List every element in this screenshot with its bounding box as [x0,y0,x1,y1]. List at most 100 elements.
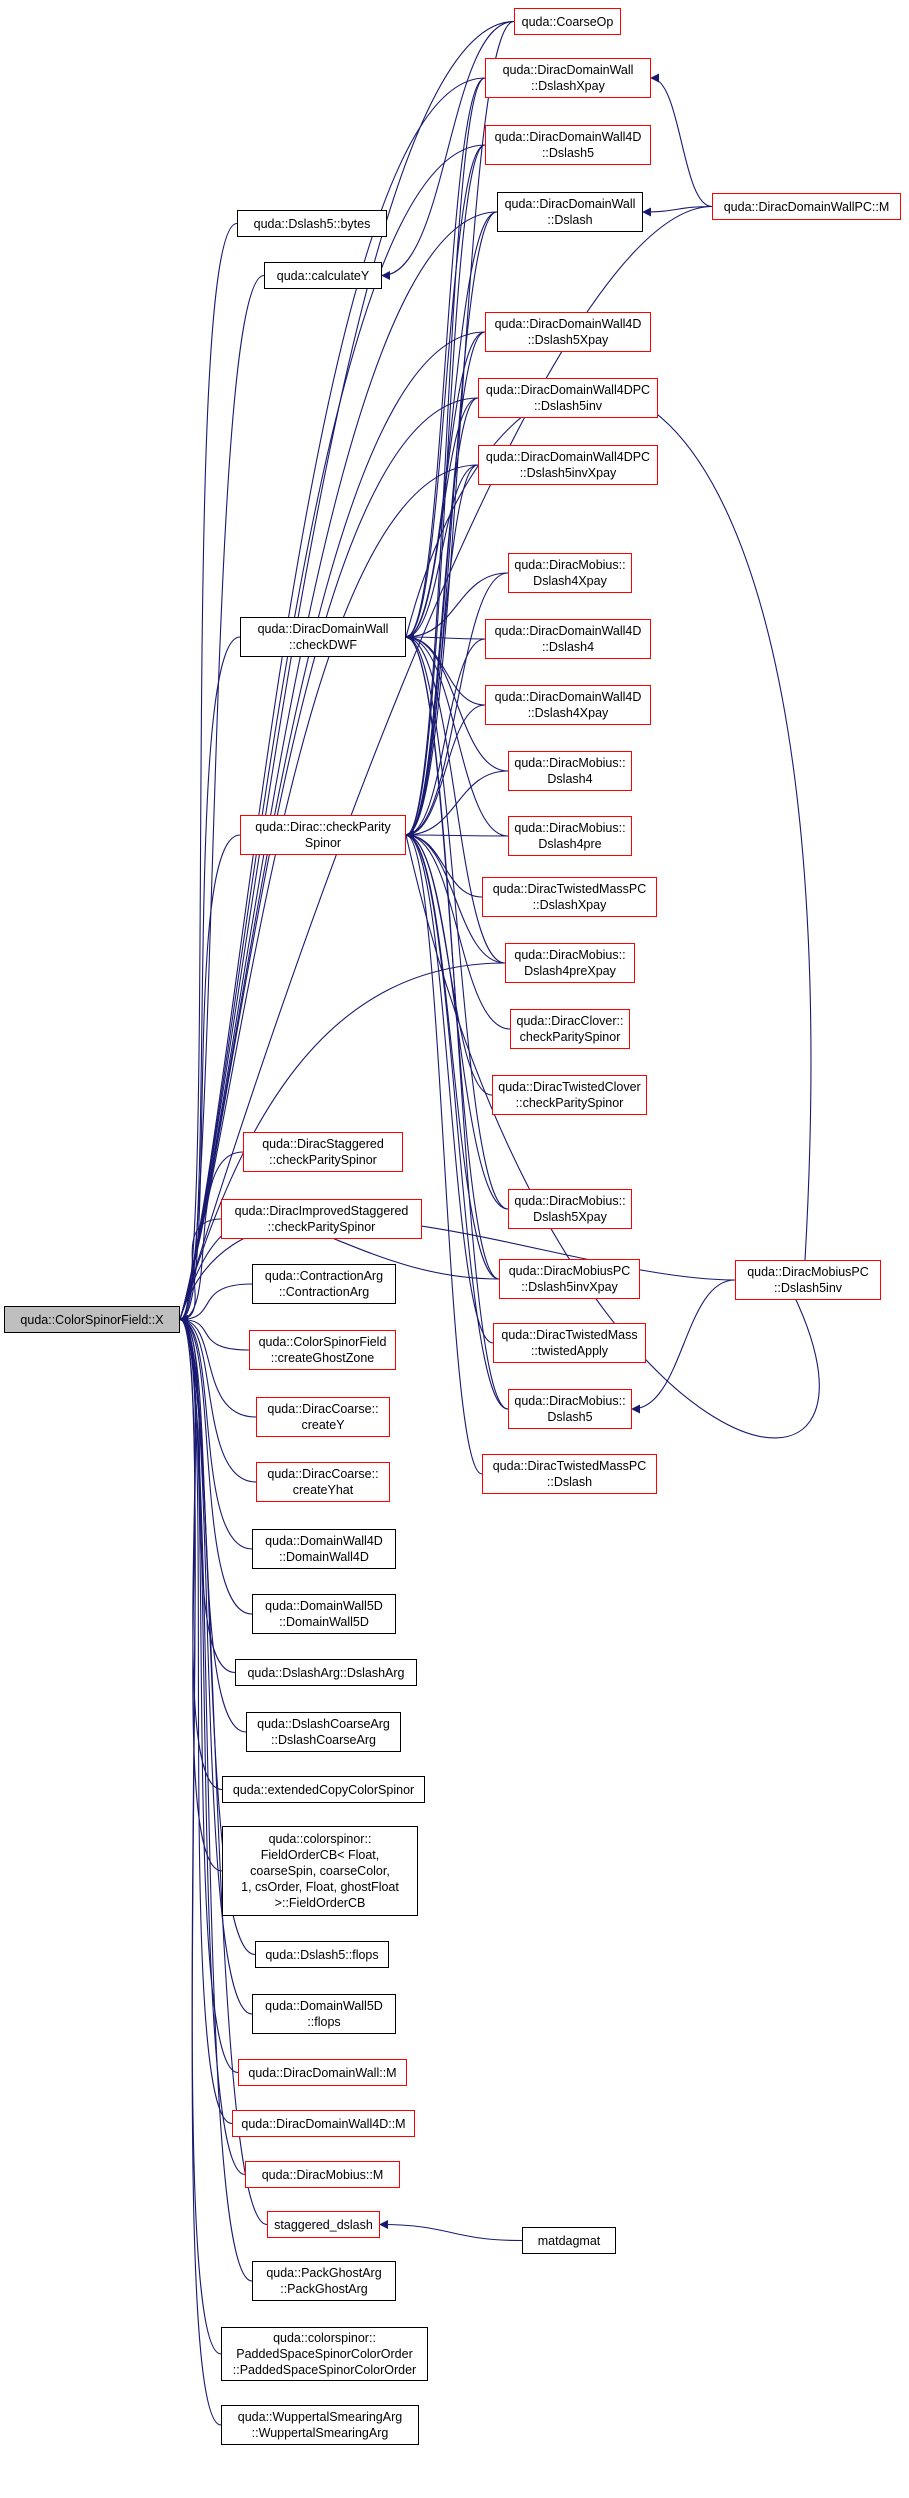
node-label-line: quda::DiracMobius:: [514,756,626,770]
graph-node-quda-dslash5-bytes[interactable]: quda::Dslash5::bytes [237,210,387,237]
edge-n20-to-root [179,1315,233,2125]
node-label-line: Dslash5 [547,1410,593,1424]
node-label-line: quda::ColorSpinorField::X [20,1312,164,1327]
graph-node-quda-diracdomainwall4d-dslash5[interactable]: quda::DiracDomainWall4D::Dslash5 [485,125,651,165]
graph-node-quda-domainwall5d-domainwall5d[interactable]: quda::DomainWall5D::DomainWall5D [252,1594,396,1634]
node-label-line: quda::colorspinor:: [268,1832,372,1846]
graph-node-quda-diracmobius-dslash4pre[interactable]: quda::DiracMobius::Dslash4pre [508,816,632,856]
graph-node-quda-colorspinorfield-createghostzone[interactable]: quda::ColorSpinorField::createGhostZone [249,1330,396,1370]
graph-node-staggered-dslash[interactable]: staggered_dslash [267,2211,380,2238]
edge-m15-to-n4 [405,830,511,1030]
graph-node-quda-diractwistedmasspc-dslash[interactable]: quda::DiracTwistedMassPC::Dslash [482,1454,657,1494]
graph-node-quda-diracdomainwall4dpc-dslash5inv[interactable]: quda::DiracDomainWall4DPC::Dslash5inv [478,378,658,418]
graph-node-quda-diracdomainwall4d-dslash4[interactable]: quda::DiracDomainWall4D::Dslash4 [485,619,651,659]
graph-node-quda-diracmobius-dslash4prexpay[interactable]: quda::DiracMobius::Dslash4preXpay [505,943,635,983]
edge-m14-to-n4 [405,830,506,964]
graph-node-quda-diracmobiuspc-dslash5invxpay[interactable]: quda::DiracMobiusPC::Dslash5invXpay [499,1259,640,1299]
graph-node-quda-coarseop[interactable]: quda::CoarseOp [514,8,621,35]
graph-node-quda-diracdomainwall-dslash[interactable]: quda::DiracDomainWall::Dslash [497,192,643,232]
node-label-line: ::ContractionArg [278,1285,370,1299]
graph-node-quda-dslasharg-dslasharg[interactable]: quda::DslashArg::DslashArg [235,1659,417,1686]
edge-loop-r2-top [405,388,812,1261]
edge-n18-to-root [179,1315,253,2015]
graph-node-quda-diracdomainwall4d-dslash4xpay[interactable]: quda::DiracDomainWall4D::Dslash4Xpay [485,685,651,725]
node-label-line: quda::DslashCoarseArg [257,1717,390,1731]
edge-m22-to-n22 [379,2220,523,2242]
node-label-line: quda::DslashArg::DslashArg [247,1665,405,1680]
node-label-line: createY [301,1418,345,1432]
node-label-line: quda::DiracDomainWall4DPC [485,450,651,464]
node-label-line: quda::DiracTwistedMassPC [492,882,647,896]
edge-long-m14-to-root [179,962,506,1320]
node-label-line: ::Dslash [546,1475,593,1489]
graph-node-quda-diracdomainwall4d-m[interactable]: quda::DiracDomainWall4D::M [232,2110,415,2137]
graph-node-quda-dslash5-flops[interactable]: quda::Dslash5::flops [255,1941,389,1968]
node-label-line: ::PackGhostArg [280,2282,368,2296]
edge-n21-to-root [179,1315,246,2176]
edge-n12-to-root [179,1315,253,1615]
graph-node-quda-packghostarg-packghostarg[interactable]: quda::PackGhostArg::PackGhostArg [252,2261,396,2301]
graph-node-quda-diracmobius-dslash4[interactable]: quda::DiracMobius::Dslash4 [508,751,632,791]
graph-node-quda-diracmobius-dslash5[interactable]: quda::DiracMobius::Dslash5 [508,1389,632,1429]
edge-long-r1-to-root [179,205,713,1320]
node-label-line: quda::DiracCoarse:: [267,1402,379,1416]
graph-node-quda-diracdomainwall-dslashxpay[interactable]: quda::DiracDomainWall::DslashXpay [485,58,651,98]
graph-node-matdagmat[interactable]: matdagmat [522,2227,616,2254]
graph-node-quda-diracmobius-dslash4xpay[interactable]: quda::DiracMobius::Dslash4Xpay [508,553,632,593]
graph-node-quda-diraccoarse-createy[interactable]: quda::DiracCoarse::createY [256,1397,390,1437]
graph-node-quda-diracmobius-dslash5xpay[interactable]: quda::DiracMobius::Dslash5Xpay [508,1189,632,1229]
node-label-line: quda::DiracMobius:: [514,948,626,962]
edge-loop-r2 [405,834,820,1439]
edge-m2-to-n3 [405,77,486,642]
graph-node-quda-diracmobius-m[interactable]: quda::DiracMobius::M [245,2161,400,2188]
edge-m3-to-n4 [405,144,486,840]
edge-m21-to-n4 [405,830,483,1475]
node-label-line: ::checkDWF [288,638,358,652]
graph-node-quda-dslashcoarsearg-dslashcoarsearg[interactable]: quda::DslashCoarseArg::DslashCoarseArg [246,1712,401,1752]
graph-node-quda-diracimprovedstaggered-checkparityspinor[interactable]: quda::DiracImprovedStaggered::checkParit… [221,1199,422,1239]
graph-node-quda-colorspinor-paddedspacespinorcolororder-paddedspacespinorcolororder[interactable]: quda::colorspinor::PaddedSpaceSpinorColo… [221,2327,428,2381]
graph-node-quda-domainwall5d-flops[interactable]: quda::DomainWall5D::flops [252,1994,396,2034]
node-label-line: >::FieldOrderCB [274,1896,366,1910]
node-label-line: quda::Dslash5::flops [265,1947,379,1962]
graph-node-quda-diractwistedmasspc-dslashxpay[interactable]: quda::DiracTwistedMassPC::DslashXpay [482,877,657,917]
graph-node-quda-diracdomainwall4d-dslash5xpay[interactable]: quda::DiracDomainWall4D::Dslash5Xpay [485,312,651,352]
node-label-line: quda::DiracDomainWall4D [494,624,642,638]
graph-node-quda-calculatey[interactable]: quda::calculateY [264,262,382,289]
graph-node-quda-diracdomainwall-m[interactable]: quda::DiracDomainWall::M [238,2059,407,2086]
node-label-line: quda::PackGhostArg [266,2266,382,2280]
node-label-line: ::DslashCoarseArg [271,1733,376,1747]
node-label-line: quda::DiracCoarse:: [267,1467,379,1481]
node-label-line: ::WuppertalSmearingArg [251,2426,389,2440]
node-label-line: Dslash5Xpay [533,1210,607,1224]
node-label-line: ::checkParitySpinor [269,1153,377,1167]
graph-node-quda-diracdomainwall-checkdwf[interactable]: quda::DiracDomainWall::checkDWF [240,617,406,657]
node-label-line: Dslash4pre [538,837,602,851]
node-label-line: quda::DiracMobius:: [514,558,626,572]
edge-n9-to-root [179,1315,257,1418]
graph-node-quda-diraccoarse-createyhat[interactable]: quda::DiracCoarse::createYhat [256,1462,390,1502]
node-label-line: ::DomainWall5D [279,1615,369,1629]
graph-node-quda-extendedcopycolorspinor[interactable]: quda::extendedCopyColorSpinor [222,1776,425,1803]
graph-node-quda-diracclover-checkparityspinor[interactable]: quda::DiracClover::checkParitySpinor [510,1009,630,1049]
graph-node-quda-wuppertalsmearingarg-wuppertalsmearingarg[interactable]: quda::WuppertalSmearingArg::WuppertalSme… [221,2405,419,2445]
graph-node-quda-domainwall4d-domainwall4d[interactable]: quda::DomainWall4D::DomainWall4D [252,1529,396,1569]
node-label-line: quda::DomainWall5D [265,1999,383,2013]
node-label-line: quda::DiracDomainWall [257,622,389,636]
node-label-line: ::createGhostZone [270,1351,375,1365]
graph-node-quda-diracdomainwallpc-m[interactable]: quda::DiracDomainWallPC::M [712,193,901,220]
graph-node-quda-colorspinor-fieldordercb-float-coarsespin-coarsecolor-1-csorder-float-ghostfloat-fieldordercb[interactable]: quda::colorspinor::FieldOrderCB< Float,c… [222,1826,418,1916]
graph-node-quda-contractionarg-contractionarg[interactable]: quda::ContractionArg::ContractionArg [252,1264,396,1304]
node-label-line: quda::DiracTwistedMassPC [492,1459,647,1473]
graph-node-quda-diractwistedmass-twistedapply[interactable]: quda::DiracTwistedMass::twistedApply [493,1323,646,1363]
root-node-quda-colorspinorfield-x: quda::ColorSpinorField::X [4,1306,180,1333]
graph-node-quda-diractwistedclover-checkparityspinor[interactable]: quda::DiracTwistedClover::checkParitySpi… [492,1075,647,1115]
graph-node-quda-diracdomainwall4dpc-dslash5invxpay[interactable]: quda::DiracDomainWall4DPC::Dslash5invXpa… [478,445,658,485]
node-label-line: quda::DiracDomainWall [504,197,636,211]
node-label-line: Dslash4preXpay [524,964,616,978]
graph-node-quda-diracmobiuspc-dslash5inv[interactable]: quda::DiracMobiusPC::Dslash5inv [735,1260,881,1300]
node-label-line: quda::DiracMobius:: [514,821,626,835]
graph-node-quda-diracstaggered-checkparityspinor[interactable]: quda::DiracStaggered::checkParitySpinor [243,1132,403,1172]
node-label-line: quda::DomainWall4D [265,1534,383,1548]
